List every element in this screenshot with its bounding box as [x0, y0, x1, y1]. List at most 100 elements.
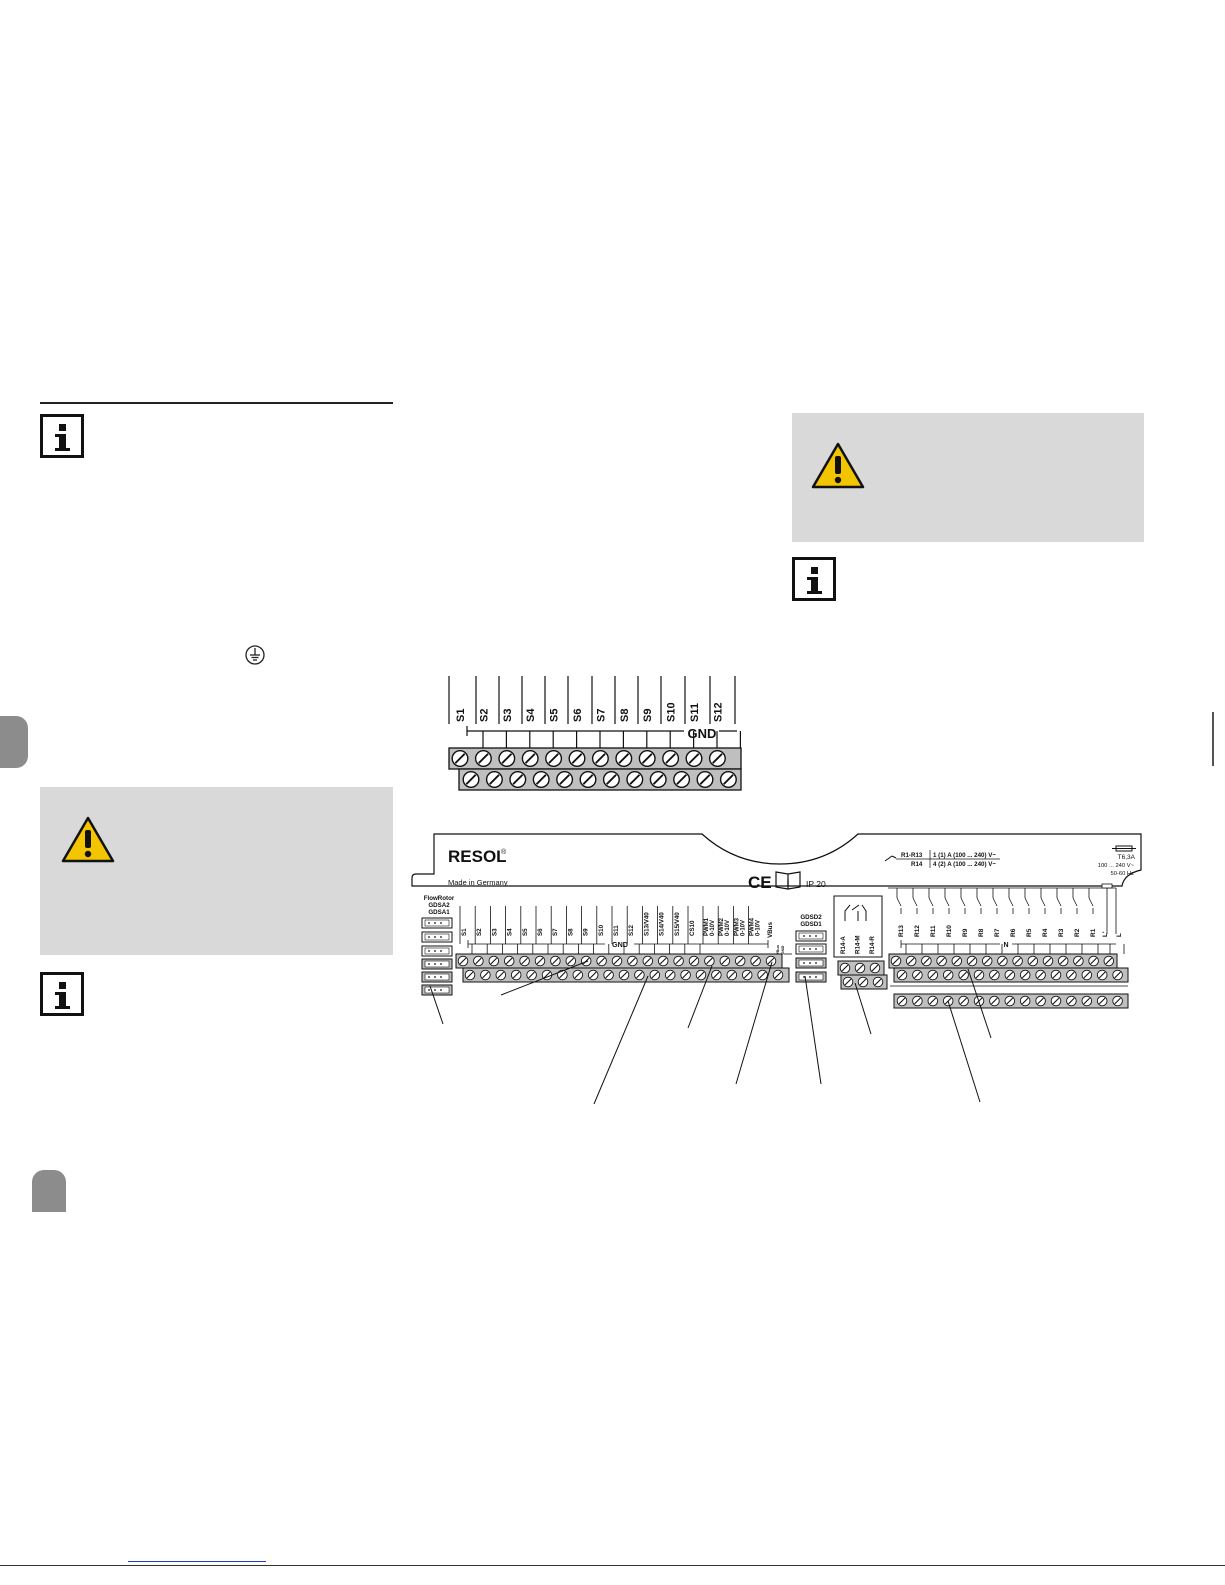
- section-rule: [40, 402, 393, 404]
- sensor-label: S8: [567, 928, 574, 936]
- screw-terminal-icon: [545, 749, 563, 767]
- screw-terminal-icon: [680, 969, 691, 981]
- neutral-label: N: [1003, 942, 1008, 949]
- supply-voltage: 100 ... 240 V~: [1098, 863, 1135, 869]
- relay-contact-icon: [1088, 888, 1094, 914]
- ce-mark: CE: [748, 873, 772, 892]
- screw-terminal-icon: [602, 770, 620, 788]
- page-number-tab: [32, 1170, 66, 1212]
- screw-terminal-icon: [989, 995, 1000, 1007]
- relay-contact-icon: [1072, 888, 1078, 914]
- screw-terminal-icon: [989, 969, 1000, 981]
- screw-terminal-icon: [519, 955, 530, 967]
- screw-terminal-icon: [596, 955, 607, 967]
- relay-label: R9: [962, 928, 969, 937]
- screw-terminal-icon: [1088, 955, 1099, 967]
- screw-terminal-icon: [1050, 995, 1062, 1007]
- sensor-label: S2: [476, 928, 483, 936]
- screw-terminal-icon: [627, 955, 638, 967]
- screw-terminal-icon: [532, 770, 550, 788]
- screw-terminal-icon: [1081, 995, 1093, 1007]
- relay-contact-icon: [976, 888, 982, 914]
- sensor-label: S5: [522, 928, 529, 936]
- relay-contact-icon: [928, 888, 934, 914]
- relay-label: R13: [898, 925, 905, 937]
- sensor-label: S12: [628, 924, 635, 936]
- screw-terminal-icon: [556, 770, 574, 788]
- screw-terminal-icon: [750, 955, 761, 967]
- screw-terminal-icon: [565, 955, 577, 967]
- pin-connector: [421, 984, 453, 996]
- r14-box: [833, 895, 883, 958]
- pin-connector: [795, 957, 827, 969]
- housing-outline: [411, 833, 1142, 887]
- screw-terminal-icon: [839, 962, 851, 974]
- screw-terminal-icon: [958, 995, 969, 1007]
- relay-label: R2: [1074, 928, 1081, 937]
- relay-contact-icon: [1056, 888, 1062, 914]
- screw-terminal-icon: [510, 969, 522, 981]
- controller-board-diagram: RESOL ® Made in Germany CE i IP 20 R1-R1…: [411, 833, 1142, 1105]
- screw-terminal-icon: [905, 955, 917, 967]
- relay-label: R7: [994, 928, 1001, 937]
- screw-terminal-icon: [1027, 955, 1039, 967]
- warning-triangle-icon: [811, 442, 865, 489]
- screw-terminal-icon: [662, 749, 680, 767]
- screw-terminal-icon: [579, 770, 597, 788]
- detail-sensor-label: S9: [642, 709, 654, 722]
- screw-terminal-icon: [726, 969, 738, 981]
- supply-frequency: 50-60 Hz: [1110, 871, 1134, 877]
- r14-label: R14-R: [869, 936, 876, 954]
- screw-terminal-icon: [973, 969, 985, 981]
- screw-terminal-icon: [618, 969, 630, 981]
- screw-terminal-icon: [591, 749, 609, 767]
- relay-contact-icon: [944, 888, 950, 914]
- relay-label: R6: [1010, 928, 1017, 937]
- screw-terminal-icon: [557, 969, 568, 981]
- screw-terminal-icon: [509, 770, 527, 788]
- screw-terminal-icon: [936, 955, 947, 967]
- detail-sensor-label: S7: [595, 709, 607, 722]
- sensor-label: S15/V40: [674, 912, 681, 936]
- screw-terminal-icon: [1057, 955, 1069, 967]
- sensor-label: S10: [598, 924, 605, 936]
- screw-terminal-icon: [451, 749, 469, 767]
- screw-terminal-icon: [488, 955, 500, 967]
- screw-terminal-icon: [526, 969, 537, 981]
- svg-text:i: i: [787, 878, 790, 888]
- gdsd-connectors: [784, 930, 827, 983]
- screw-terminal-icon: [741, 969, 753, 981]
- screw-terminal-icon: [1081, 969, 1093, 981]
- detail-sensor-label: S12: [712, 702, 724, 722]
- relay-label: L': [1102, 931, 1109, 937]
- screw-terminal-icon: [1042, 955, 1054, 967]
- screw-terminal-icon: [1112, 969, 1123, 981]
- screw-terminal-icon: [1019, 995, 1031, 1007]
- screw-terminal-icon: [1073, 955, 1084, 967]
- relay-contact-icon: [1008, 888, 1014, 914]
- screw-terminal-icon: [912, 969, 923, 981]
- gdsd2-label: GDSD2: [800, 914, 822, 921]
- r14-screws: [839, 962, 884, 988]
- screw-terminal-icon: [854, 962, 866, 974]
- relay-label: R8: [978, 928, 985, 937]
- screw-terminal-icon: [1035, 995, 1046, 1007]
- detail-lead-lines: [448, 676, 736, 724]
- warning-triangle-icon: [61, 816, 115, 863]
- relay-label: R10: [946, 925, 953, 937]
- relay-contact-icon: [896, 888, 902, 914]
- info-icon: [40, 414, 84, 458]
- flowrotor-gdsa-connectors: [421, 917, 453, 996]
- screw-terminal-icon: [464, 969, 476, 981]
- chapter-tab: [0, 716, 28, 768]
- info-icon: [792, 557, 836, 601]
- pin-connector: [421, 971, 453, 983]
- screw-terminal-icon: [568, 749, 586, 767]
- screw-terminal-icon: [942, 969, 954, 981]
- relay-label: R4: [1042, 928, 1049, 937]
- screw-terminal-icon: [503, 955, 515, 967]
- rating-r14-value: 4 (2) A (100 ... 240) V~: [933, 861, 996, 868]
